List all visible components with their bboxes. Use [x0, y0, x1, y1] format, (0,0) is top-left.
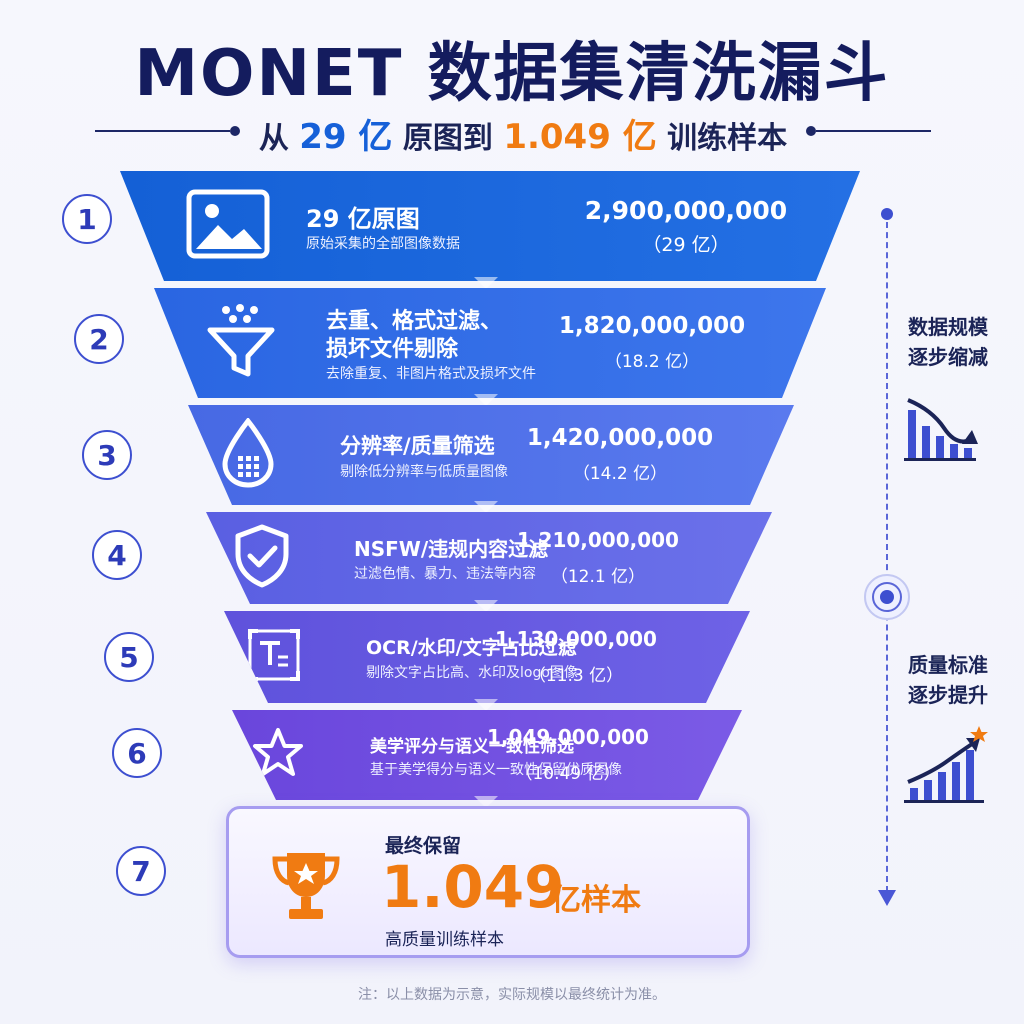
final-desc: 高质量训练样本	[385, 930, 504, 950]
stage-title: 分辨率/质量筛选	[340, 433, 495, 458]
stage-connector-arrow	[474, 600, 498, 612]
side-text-scale-line2: 逐步缩减	[908, 345, 988, 369]
stage-value-sub: （11.3 亿）	[528, 666, 624, 686]
stage-connector-arrow	[474, 699, 498, 711]
stage-value: 1,130,000,000	[495, 627, 657, 651]
stage-desc: 原始采集的全部图像数据	[306, 236, 460, 252]
stage-title: NSFW/违规内容过滤	[354, 537, 549, 561]
step-circle-4: 4	[92, 530, 142, 580]
funnel-stage-2: 去重、格式过滤、损坏文件剔除去除重复、非图片格式及损坏文件 1,820,000,0…	[154, 288, 826, 398]
star-icon	[250, 726, 306, 784]
stage-desc: 剔除低分辨率与低质量图像	[340, 463, 508, 480]
subtitle-rule-left	[95, 130, 230, 132]
resolution-drop-icon	[220, 418, 276, 492]
stage-desc: 去除重复、非图片格式及损坏文件	[326, 366, 536, 382]
side-line-arrow-icon	[878, 890, 896, 906]
target-icon	[864, 574, 910, 620]
funnel-stage-6: 美学评分与语义一致性筛选基于美学得分与语义一致性保留优质图像 1,049,000,…	[232, 710, 742, 800]
decreasing-bars-icon	[904, 398, 978, 461]
funnel-stage-4: NSFW/违规内容过滤过滤色情、暴力、违法等内容 1,210,000,000 （12…	[206, 512, 772, 604]
step-circle-5: 5	[104, 632, 154, 682]
page-title: MONET 数据集清洗漏斗	[134, 37, 890, 111]
step-circle-7: 7	[116, 846, 166, 896]
subtitle-dot-left	[230, 126, 240, 136]
final-value: 1.049	[381, 853, 565, 921]
stage-value: 1,049,000,000	[487, 725, 649, 749]
stage-title: 29 亿原图	[306, 205, 420, 233]
subtitle-prefix: 从	[258, 121, 289, 156]
subtitle-dot-right	[806, 126, 816, 136]
stage-value-sub: （10.49 亿）	[515, 764, 621, 784]
stage-value: 1,820,000,000	[558, 313, 746, 339]
stage-value: 1,420,000,000	[526, 425, 714, 451]
subtitle-rule-right	[816, 130, 931, 132]
ocr-text-icon	[246, 627, 302, 687]
step-circle-2: 2	[74, 314, 124, 364]
stage-title: 损坏文件剔除	[326, 337, 459, 362]
step-circle-1: 1	[62, 194, 112, 244]
stage-desc: 基于美学得分与语义一致性保留优质图像	[370, 761, 622, 778]
stage-value-sub: （12.1 亿）	[550, 567, 646, 587]
funnel-stage-1: 29 亿原图原始采集的全部图像数据 2,900,000,000 （29 亿）	[120, 171, 860, 281]
side-text-quality-line1: 质量标准	[908, 653, 988, 677]
side-text-quality: 质量标准 逐步提升	[888, 650, 1008, 710]
stage-connector-arrow	[474, 394, 498, 406]
subtitle-mid: 原图到	[402, 121, 493, 156]
final-label: 最终保留	[385, 835, 462, 857]
stage-value: 2,900,000,000	[584, 196, 788, 225]
subtitle-end-count: 1.049 亿	[503, 117, 657, 157]
stage-connector-arrow	[474, 501, 498, 513]
stage-title: 美学评分与语义一致性筛选	[370, 736, 574, 757]
increasing-bars-icon	[904, 726, 988, 803]
stage-title: OCR/水印/文字占比过滤	[366, 636, 577, 659]
stage-value: 1,210,000,000	[517, 528, 679, 552]
side-text-scale-line1: 数据规模	[908, 315, 988, 339]
subtitle-row: 从 29 亿 原图到 1.049 亿 训练样本	[0, 105, 1024, 158]
stage-value-sub: （29 亿）	[642, 234, 730, 256]
footnote: 注：以上数据为示意，实际规模以最终统计为准。	[358, 987, 666, 1003]
side-dashed-line	[886, 212, 888, 892]
step-circle-3: 3	[82, 430, 132, 480]
funnel-stage-5: OCR/水印/文字占比过滤剔除文字占比高、水印及logo图像 1,130,000,…	[224, 611, 750, 703]
stage-desc: 过滤色情、暴力、违法等内容	[354, 566, 536, 582]
side-line-start-dot	[881, 208, 893, 220]
side-text-scale: 数据规模 逐步缩减	[888, 312, 1008, 372]
stage-value-sub: （18.2 亿）	[604, 352, 700, 372]
step-circle-6: 6	[112, 728, 162, 778]
funnel-filter-icon	[206, 304, 276, 382]
stage-connector-arrow	[474, 796, 498, 808]
shield-check-icon	[234, 524, 290, 592]
image-icon	[186, 189, 270, 263]
subtitle-start-count: 29 亿	[299, 117, 393, 157]
final-unit: 亿样本	[551, 883, 641, 918]
subtitle-suffix: 训练样本	[667, 121, 788, 156]
trophy-icon	[272, 853, 340, 919]
funnel-stage-3: 分辨率/质量筛选剔除低分辨率与低质量图像 1,420,000,000 （14.2 亿…	[188, 405, 794, 505]
stage-title: 去重、格式过滤、	[326, 309, 503, 334]
final-result-card: 最终保留 1.049 亿样本 高质量训练样本	[226, 806, 750, 958]
stage-connector-arrow	[474, 277, 498, 289]
stage-desc: 剔除文字占比高、水印及logo图像	[366, 664, 578, 681]
subtitle: 从 29 亿 原图到 1.049 亿 训练样本	[240, 109, 806, 158]
stage-value-sub: （14.2 亿）	[572, 464, 668, 484]
side-text-quality-line2: 逐步提升	[908, 683, 988, 707]
